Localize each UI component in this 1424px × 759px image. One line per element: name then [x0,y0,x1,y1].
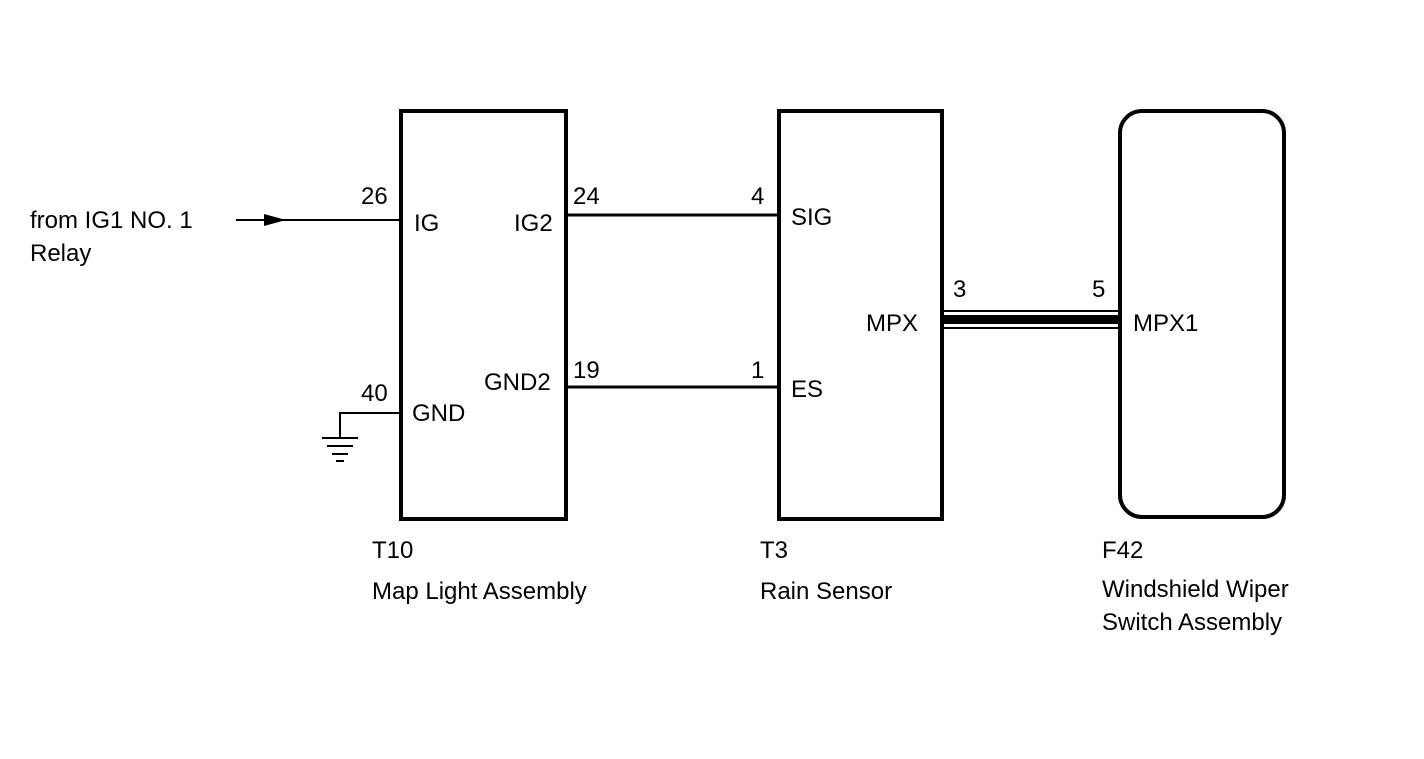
t10-pin-ig-number: 26 [361,183,388,210]
t3-pin-sig-number: 4 [751,183,764,210]
ground-symbol-icon [322,437,358,462]
f42-id: F42 [1102,537,1143,564]
t3-id: T3 [760,537,788,564]
t10-map-light-box [399,109,568,521]
arrow-right-icon [264,214,286,226]
t10-pin-gnd-label: GND [412,400,465,427]
source-label-line1: from IG1 NO. 1 [30,207,193,234]
t3-pin-mpx-label: MPX [866,310,918,337]
t3-pin-es-label: ES [791,376,823,403]
f42-pin-mpx1-number: 5 [1092,276,1105,303]
t10-id: T10 [372,537,413,564]
t10-name: Map Light Assembly [372,578,587,605]
source-label-line2: Relay [30,240,91,267]
t10-pin-ig2-number: 24 [573,183,600,210]
t10-pin-ig-label: IG [414,210,439,237]
t3-pin-sig-label: SIG [791,204,832,231]
t10-pin-gnd2-label: GND2 [484,369,551,396]
f42-wiper-switch-box [1118,109,1286,519]
t3-pin-mpx-number: 3 [953,276,966,303]
t10-pin-ig2-label: IG2 [514,210,553,237]
t3-name: Rain Sensor [760,578,892,605]
f42-pin-mpx1-label: MPX1 [1133,310,1198,337]
t3-pin-es-number: 1 [751,357,764,384]
ground-wire [339,412,402,438]
f42-name-line1: Windshield Wiper [1102,576,1289,603]
t10-pin-gnd2-number: 19 [573,357,600,384]
mpx-bus-wire [942,310,1120,329]
f42-name-line2: Switch Assembly [1102,609,1282,636]
t10-pin-gnd-number: 40 [361,380,388,407]
